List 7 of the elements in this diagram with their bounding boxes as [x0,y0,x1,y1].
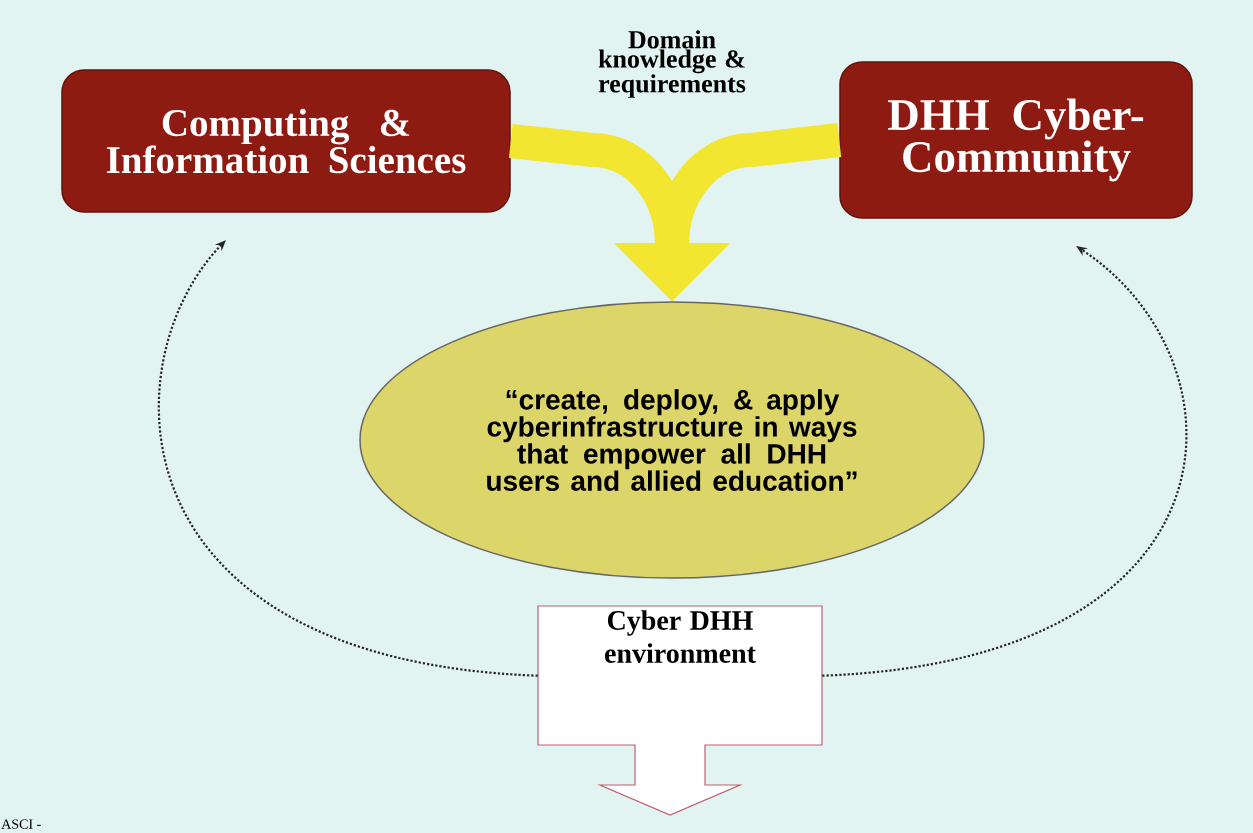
rounded-box: DHH Cyber-Community [839,61,1193,219]
footer-text: ASCI - [1,819,41,829]
arrow [157,240,538,677]
arrow [822,246,1187,677]
edge-label: Domain knowledge & requirements [575,28,769,100]
callout-box: Cyber DHH environment [537,605,823,816]
rounded-box: Computing & Information Sciences [61,69,511,213]
